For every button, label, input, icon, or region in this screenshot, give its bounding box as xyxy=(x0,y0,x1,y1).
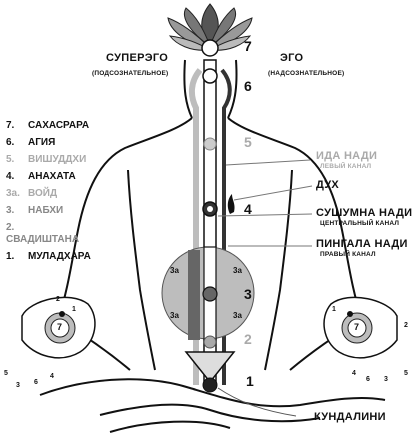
number-3: 3 xyxy=(244,286,252,302)
ida-label: ИДА НАДИ xyxy=(316,150,378,162)
chakra-list-item: 1.МУЛАДХАРА xyxy=(6,251,91,262)
sushumna-label: СУШУМНА НАДИ xyxy=(316,207,413,219)
anahata-center xyxy=(207,206,213,212)
chakra-list-item: 3.НАБХИ xyxy=(6,205,64,216)
left-palm-number: 7 xyxy=(57,322,63,332)
kundalini-label: КУНДАЛИНИ xyxy=(314,411,386,423)
vishuddhi-chakra xyxy=(203,137,217,151)
finger-number: 5 xyxy=(4,370,8,377)
chakra-list-item: 4.АНАХАТА xyxy=(6,171,76,182)
finger-number: 4 xyxy=(352,370,356,377)
agya-chakra xyxy=(202,68,218,84)
chakra-list-item: 7.САХАСРАРА xyxy=(6,120,90,131)
finger-number: 3 xyxy=(384,376,388,383)
number-1: 1 xyxy=(246,373,254,389)
spirit-label: ДУХ xyxy=(316,179,340,191)
superego-label: СУПЕРЭГО xyxy=(106,52,169,64)
ida-sublabel: ЛЕВЫЙ КАНАЛ xyxy=(320,163,372,170)
number-2: 2 xyxy=(244,331,252,347)
kundalini-line xyxy=(217,387,297,417)
number-5: 5 xyxy=(244,134,252,150)
sushumna-sublabel: ЦЕНТРАЛЬНЫЙ КАНАЛ xyxy=(320,220,400,227)
void-label: 3а xyxy=(233,266,242,275)
void-label: 3а xyxy=(233,311,242,320)
chakra-list-item: 3а.ВОЙД xyxy=(6,188,58,199)
chakra-list-item: 2.СВАДИШТАНА xyxy=(6,222,80,245)
finger-number: 6 xyxy=(34,379,38,386)
ida-channel xyxy=(188,68,203,385)
finger-number: 4 xyxy=(50,373,54,380)
finger-number: 2 xyxy=(404,322,408,329)
finger-number: 5 xyxy=(404,370,408,377)
label-leader-lines xyxy=(217,159,313,247)
right-palm-number: 7 xyxy=(354,322,360,332)
lotus-icon xyxy=(167,3,253,51)
chakra-list: 7.САХАСРАРА 6.АГИЯ 5.ВИШУДДХИ 4.АНАХАТА … xyxy=(6,120,101,263)
finger-number: 6 xyxy=(366,376,370,383)
nabhi-chakra xyxy=(202,286,218,302)
sacrum-triangle xyxy=(184,351,236,384)
sahasrara-chakra xyxy=(201,39,219,57)
pingala-sublabel: ПРАВЫЙ КАНАЛ xyxy=(320,251,376,258)
chakra-list-item: 6.АГИЯ xyxy=(6,137,56,148)
number-6: 6 xyxy=(244,78,252,94)
finger-number: 1 xyxy=(72,306,76,313)
void-label: 3а xyxy=(170,266,179,275)
number-7: 7 xyxy=(244,38,252,54)
finger-number: 1 xyxy=(332,306,336,313)
ego-label: ЭГО xyxy=(280,52,304,64)
void-label: 3а xyxy=(170,311,179,320)
swadishthan-chakra xyxy=(203,335,217,349)
ego-sublabel: (НАДСОЗНАТЕЛЬНОЕ) xyxy=(268,70,345,77)
number-4: 4 xyxy=(244,201,252,217)
superego-sublabel: (ПОДСОЗНАТЕЛЬНОЕ) xyxy=(92,70,169,77)
flame-icon xyxy=(227,194,235,214)
chakra-list-item: 5.ВИШУДДХИ xyxy=(6,154,87,165)
right-hand xyxy=(323,296,398,359)
finger-number: 3 xyxy=(16,382,20,389)
left-hand xyxy=(21,296,96,359)
mooladhara-chakra xyxy=(202,377,218,393)
finger-number: 2 xyxy=(56,296,60,303)
pingala-label: ПИНГАЛА НАДИ xyxy=(316,238,408,250)
pingala-channel xyxy=(220,68,232,385)
